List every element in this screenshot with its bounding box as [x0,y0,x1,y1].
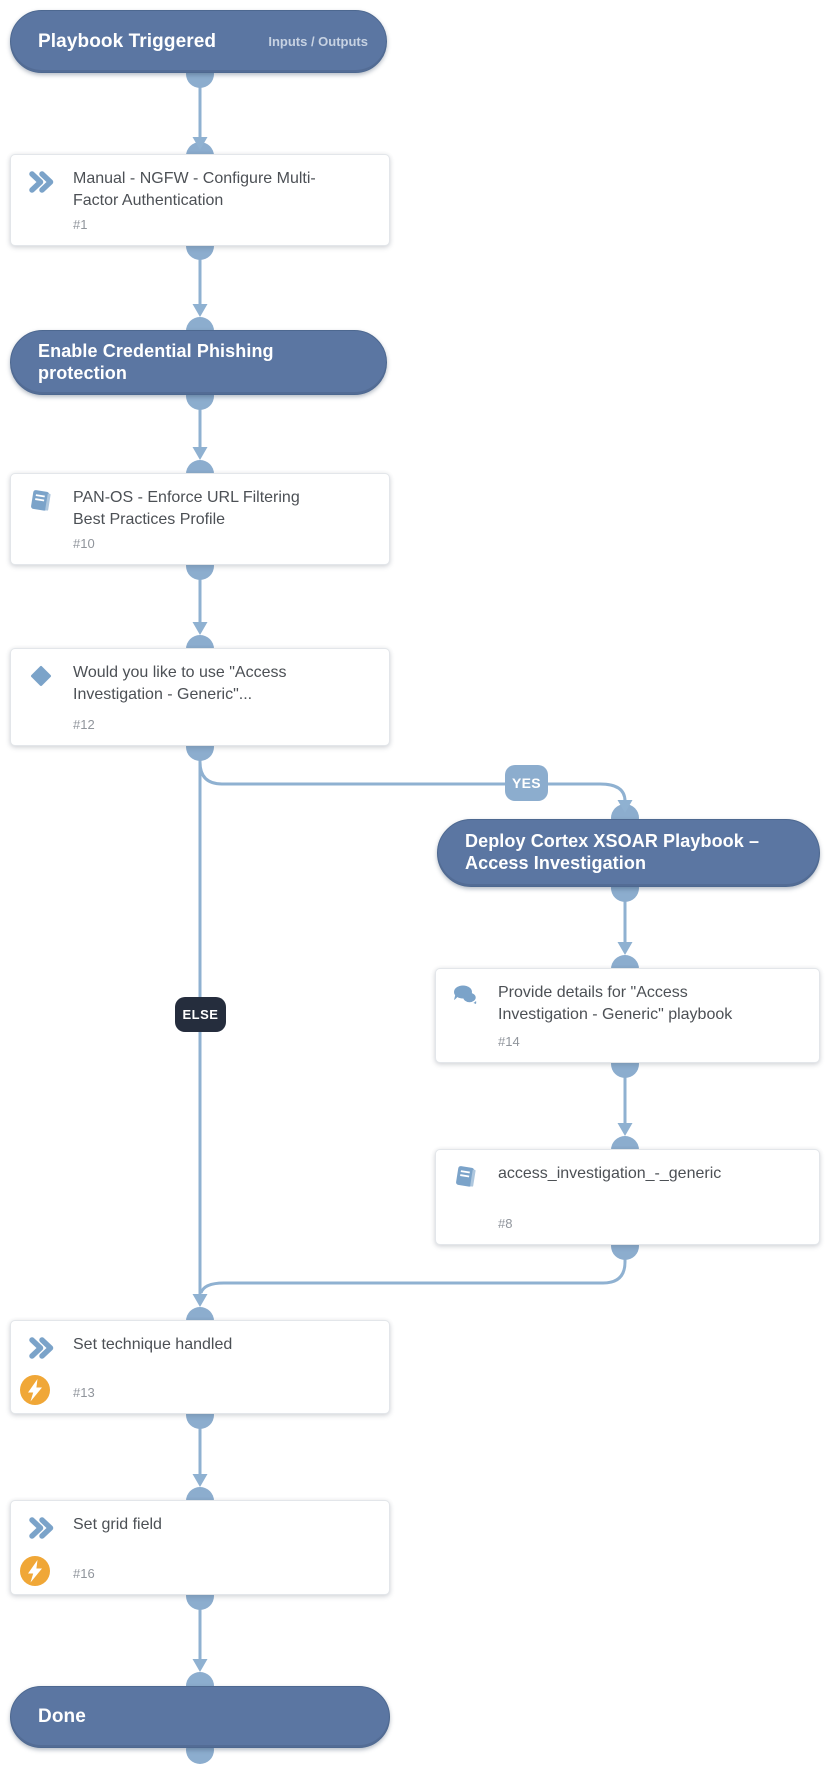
header-label: Enable Credential Phishing protection [38,340,274,383]
playbook-book-icon [452,1164,480,1190]
task-number: #8 [498,1216,513,1231]
quiet-mode-lightning-icon [20,1556,50,1586]
double-chevron-icon [27,1515,55,1541]
chat-bubbles-icon [452,983,480,1009]
task-number: #14 [498,1034,520,1049]
task-card-16[interactable]: Set grid field #16 [10,1500,390,1595]
task-card-8[interactable]: access_investigation_-_generic #8 [435,1149,820,1245]
task-number: #1 [73,217,88,232]
task-title: PAN-OS - Enforce URL Filtering Best Prac… [73,489,300,528]
playbook-book-icon [27,488,55,514]
task-title: Would you like to use "Access Investigat… [73,664,287,703]
task-card-10[interactable]: PAN-OS - Enforce URL Filtering Best Prac… [10,473,390,565]
branch-label-else[interactable]: ELSE [175,997,226,1032]
task-number: #13 [73,1385,95,1400]
task-title: Provide details for "Access Investigatio… [498,984,733,1023]
header-label: Done [38,1706,86,1728]
section-header-credential-phishing[interactable]: Enable Credential Phishing protection [10,330,387,395]
condition-diamond-icon [27,663,55,689]
task-title: Set technique handled [73,1336,233,1353]
inputs-outputs-button[interactable]: Inputs / Outputs [268,34,368,49]
task-title: Manual - NGFW - Configure Multi-Factor A… [73,170,316,209]
header-label: Deploy Cortex XSOAR Playbook – Access In… [465,831,760,873]
condition-card-12[interactable]: Would you like to use "Access Investigat… [10,648,390,746]
task-number: #12 [73,717,95,732]
task-card-13[interactable]: Set technique handled #13 [10,1320,390,1414]
section-header-deploy-playbook[interactable]: Deploy Cortex XSOAR Playbook – Access In… [437,819,820,887]
double-chevron-icon [27,1335,55,1361]
task-card-14[interactable]: Provide details for "Access Investigatio… [435,968,820,1063]
task-number: #16 [73,1566,95,1581]
header-label: Playbook Triggered [38,30,217,52]
double-chevron-icon [27,169,55,195]
task-title: Set grid field [73,1516,162,1533]
task-number: #10 [73,536,95,551]
quiet-mode-lightning-icon [20,1375,50,1405]
task-title: access_investigation_-_generic [498,1165,722,1182]
task-card-1[interactable]: Manual - NGFW - Configure Multi-Factor A… [10,154,390,246]
branch-label-yes[interactable]: YES [505,765,548,801]
section-header-done[interactable]: Done [10,1686,390,1748]
connector-arrowheads [192,137,633,1672]
section-header-playbook-triggered[interactable]: Playbook Triggered Inputs / Outputs [10,10,387,73]
